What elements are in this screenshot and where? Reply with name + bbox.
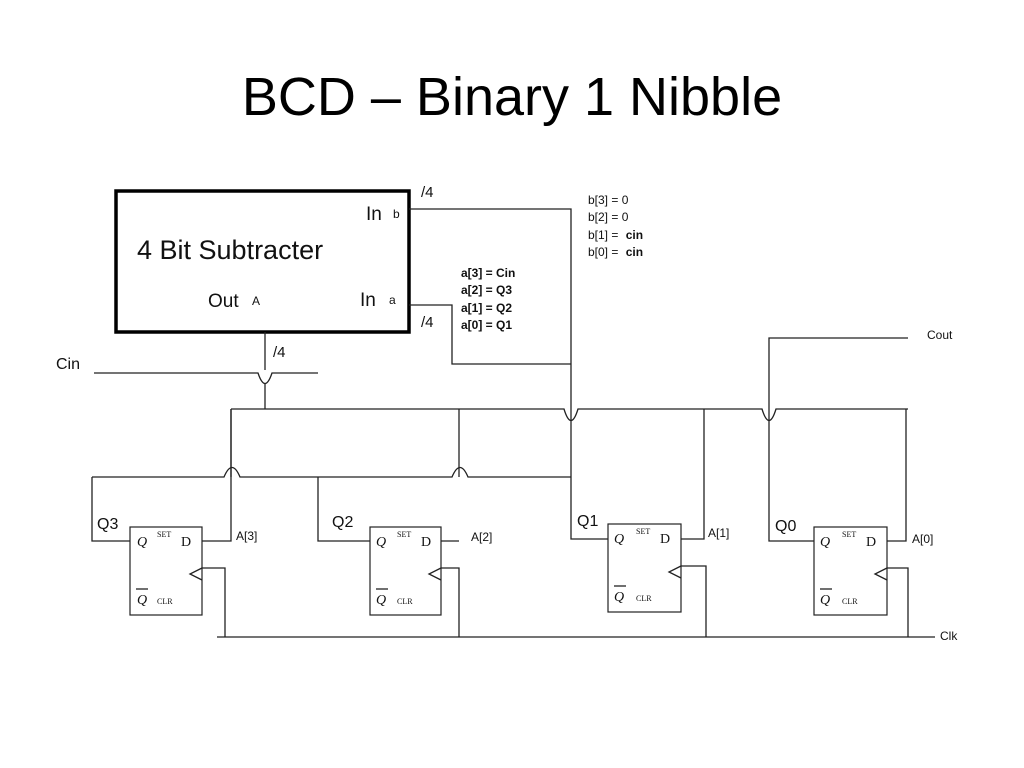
ff-q3-input: A[3]	[236, 529, 257, 543]
a-assign-2: a[2] = Q3	[461, 283, 512, 297]
a-assign-1: a[1] = Q2	[461, 301, 512, 315]
svg-text:Q: Q	[614, 590, 624, 605]
wires	[91, 208, 935, 638]
wire-lower-bus	[92, 466, 571, 478]
out-sub: A	[252, 294, 260, 308]
svg-text:SET: SET	[842, 530, 856, 539]
out-label: Out	[208, 291, 239, 312]
ff-q2-input: A[2]	[471, 530, 492, 544]
wire-q2	[317, 477, 370, 542]
in-b-label: In	[366, 204, 382, 225]
wire-in-a	[409, 304, 571, 365]
ff-q1-name: Q1	[577, 513, 598, 530]
a-assignments: a[3] = Cin a[2] = Q3 a[1] = Q2 a[0] = Q1	[461, 266, 515, 332]
wire-a0	[887, 409, 907, 542]
in-a-sub: a	[389, 293, 396, 307]
flipflop-q2: Q SET D Q CLR Q2 A[2]	[332, 514, 492, 616]
b-assign-1: b[1] = cin	[588, 228, 643, 242]
wire-in-b	[409, 208, 572, 412]
a-assign-3: a[3] = Cin	[461, 266, 515, 280]
subtracter-box	[114, 189, 411, 334]
svg-text:Q: Q	[137, 535, 147, 550]
ff-q0-name: Q0	[775, 518, 796, 535]
b-assign-3: b[3] = 0	[588, 193, 629, 207]
svg-text:Q: Q	[614, 532, 624, 547]
subtracter-name: 4 Bit Subtracter	[137, 235, 323, 265]
wire-cin	[94, 372, 318, 385]
svg-text:Q: Q	[376, 535, 386, 550]
cout-label: Cout	[927, 328, 953, 342]
svg-text:Q: Q	[820, 535, 830, 550]
a-assign-0: a[0] = Q1	[461, 318, 512, 332]
bus-width-out: /4	[273, 344, 286, 361]
wire-cout	[768, 337, 908, 409]
ff-q1-input: A[1]	[708, 526, 729, 540]
svg-text:D: D	[660, 532, 670, 547]
svg-text:CLR: CLR	[842, 597, 858, 606]
svg-text:CLR: CLR	[397, 597, 413, 606]
ff-q3-name: Q3	[97, 516, 118, 533]
flipflop-q3: Q SET D Q CLR Q3 A[3]	[97, 516, 257, 616]
wire-a1	[681, 409, 705, 540]
svg-text:SET: SET	[397, 530, 411, 539]
flipflop-q0: Q SET D Q CLR Q0 A[0]	[775, 518, 933, 616]
bus-width-b: /4	[421, 184, 434, 201]
subtracter-block: 4 Bit Subtracter In b In a Out A	[114, 189, 411, 334]
in-a-label: In	[360, 290, 376, 311]
slide-title: BCD – Binary 1 Nibble	[241, 67, 783, 127]
b-assign-2: b[2] = 0	[588, 210, 629, 224]
in-b-sub: b	[393, 207, 400, 221]
svg-text:D: D	[421, 535, 431, 550]
b-assignments: b[3] = 0 b[2] = 0 b[1] = cin b[0] = cin	[588, 193, 643, 259]
svg-text:D: D	[866, 535, 876, 550]
clk-label: Clk	[940, 629, 958, 643]
wire-top-bus	[231, 408, 908, 422]
bus-width-a: /4	[421, 314, 434, 331]
svg-text:Q: Q	[820, 593, 830, 608]
wire-q1	[570, 477, 608, 540]
svg-text:D: D	[181, 535, 191, 550]
svg-text:Q: Q	[376, 593, 386, 608]
wire-q0	[768, 409, 814, 542]
cin-label: Cin	[56, 356, 80, 373]
svg-text:SET: SET	[636, 527, 650, 536]
wire-q3	[91, 477, 130, 542]
ff-q2-name: Q2	[332, 514, 353, 531]
wire-a3	[202, 409, 232, 542]
svg-text:CLR: CLR	[636, 594, 652, 603]
svg-text:CLR: CLR	[157, 597, 173, 606]
svg-text:Q: Q	[137, 593, 147, 608]
ff-q0-input: A[0]	[912, 532, 933, 546]
svg-text:SET: SET	[157, 530, 171, 539]
b-assign-0: b[0] = cin	[588, 245, 643, 259]
flipflop-q1: Q SET D Q CLR Q1 A[1]	[577, 513, 729, 613]
